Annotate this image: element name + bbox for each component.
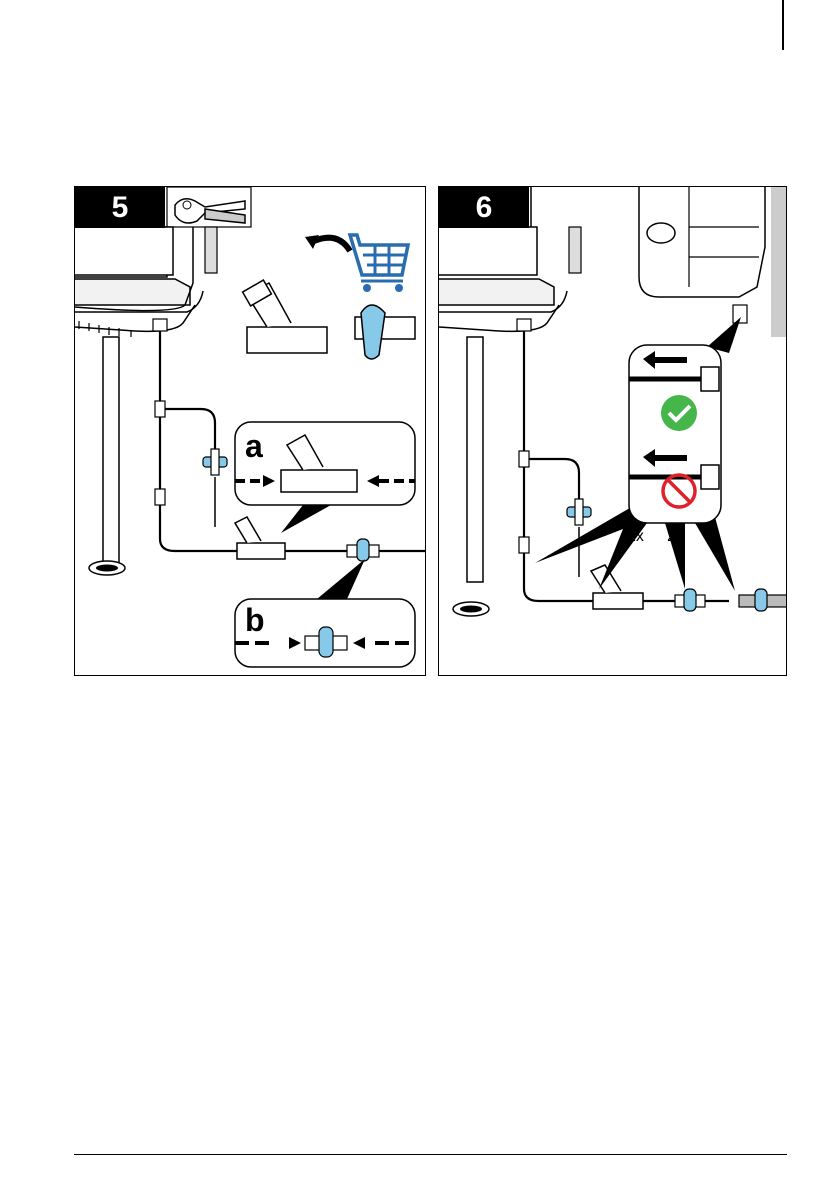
analyzer-housing bbox=[75, 227, 217, 337]
footer-rule bbox=[74, 1154, 787, 1155]
drain-pipe bbox=[467, 337, 483, 582]
quantity-label-right: 2x bbox=[667, 528, 684, 545]
y-strainer bbox=[591, 565, 643, 609]
branch-valve bbox=[567, 499, 591, 525]
probe-module bbox=[639, 187, 787, 337]
callout-a-letter: a bbox=[245, 428, 263, 464]
checkmark-icon bbox=[661, 395, 697, 431]
shutoff-valve bbox=[347, 539, 379, 561]
step-5-number: 5 bbox=[75, 187, 165, 228]
fitting-direction-callout bbox=[629, 345, 721, 523]
step-6-panel: 6 bbox=[438, 186, 787, 676]
crop-mark bbox=[782, 0, 784, 50]
quantity-label-left: 2x bbox=[627, 528, 644, 545]
floor-drain-icon bbox=[453, 602, 489, 616]
callout-a: a bbox=[235, 422, 415, 533]
callout-b: b bbox=[235, 559, 415, 667]
step-6-number: 6 bbox=[439, 187, 529, 228]
y-strainer bbox=[235, 517, 285, 559]
shutoff-valve bbox=[675, 589, 705, 611]
floor-drain-icon bbox=[89, 561, 125, 575]
shopping-cart-icon bbox=[305, 235, 408, 292]
callout-b-letter: b bbox=[245, 602, 265, 638]
tube-cutter-icon bbox=[167, 187, 251, 227]
drain-pipe bbox=[103, 337, 119, 567]
branch-valve bbox=[203, 449, 227, 475]
replacement-valve bbox=[355, 305, 415, 359]
step-5-panel: 5 bbox=[74, 186, 426, 676]
inlet-valve bbox=[739, 589, 787, 611]
replacement-strainer bbox=[243, 280, 327, 353]
